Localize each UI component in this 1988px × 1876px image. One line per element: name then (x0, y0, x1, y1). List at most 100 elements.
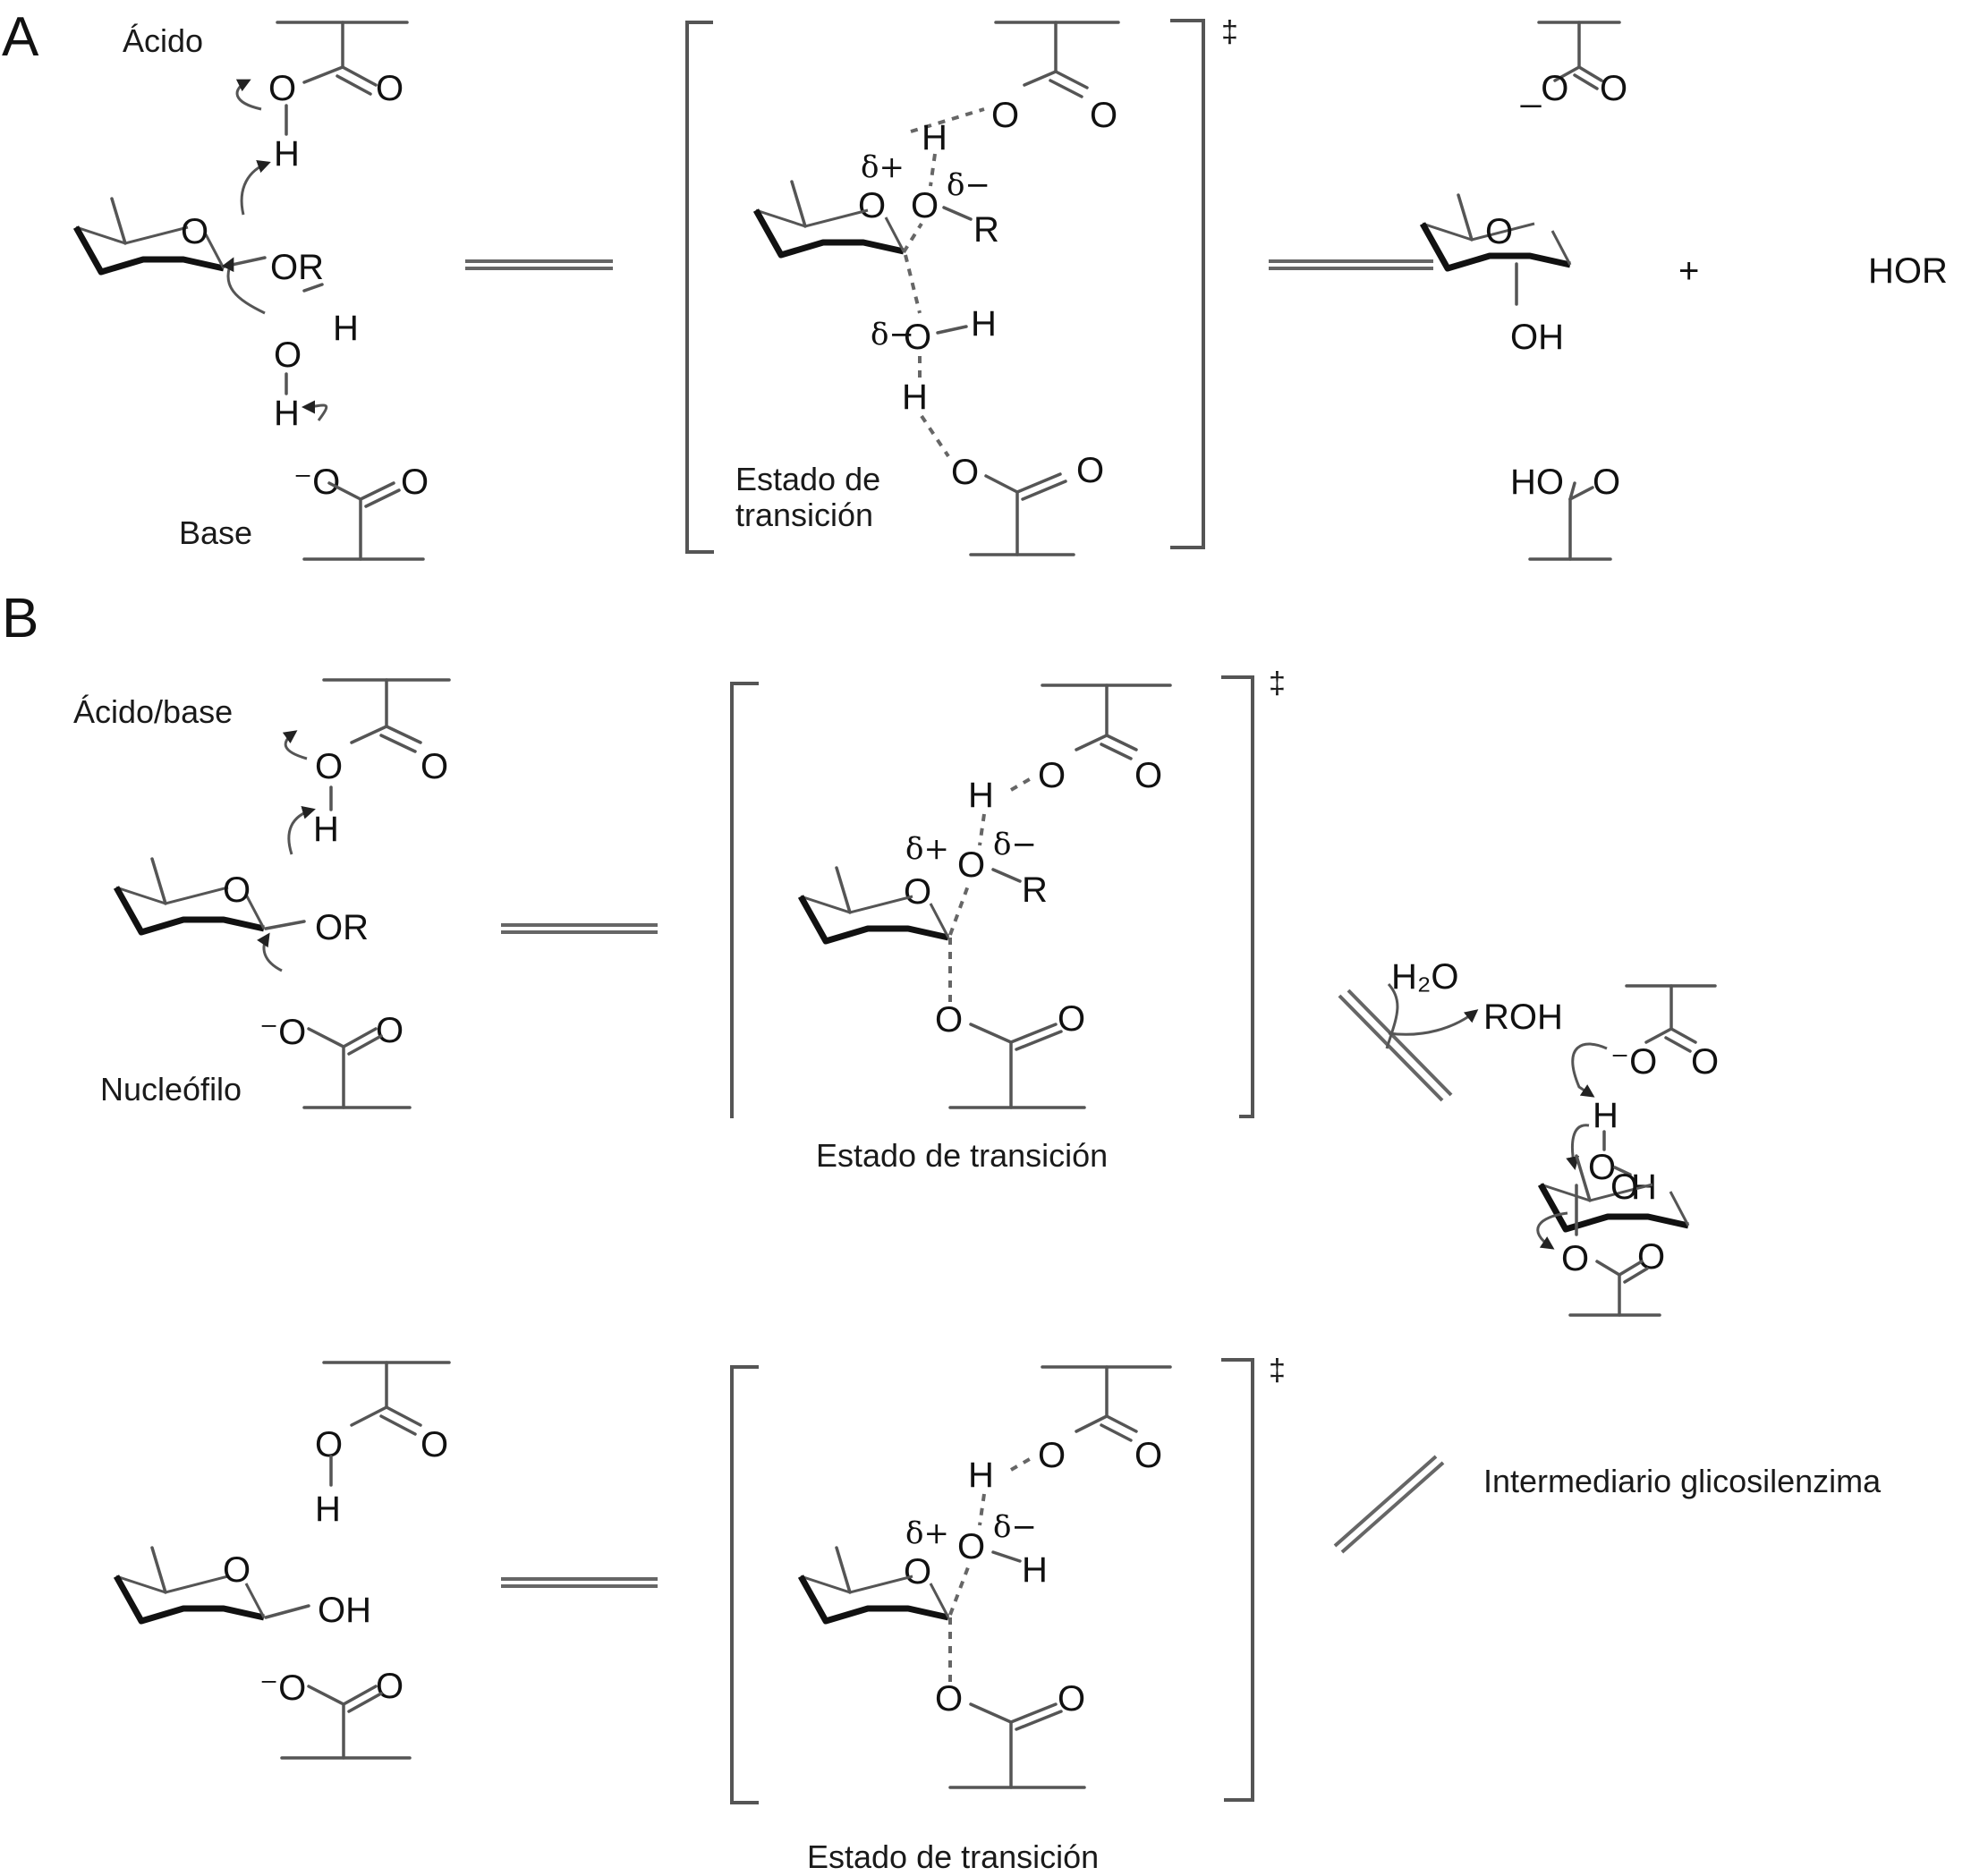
ring-oxygen: O (904, 1552, 931, 1592)
atom-o: O (376, 1667, 404, 1706)
b-transition-state-1: ‡ O O H δ+ δ− O O R O O Estado de transi… (730, 666, 1286, 1174)
curved-arrow-icon (1566, 1124, 1590, 1170)
hydroxyl: OH (318, 1591, 371, 1630)
ring-oxygen: O (1485, 212, 1513, 251)
atom-o: O (911, 186, 939, 225)
water-oxygen: O (274, 335, 302, 375)
atom-o: O (991, 96, 1019, 135)
curved-arrow-icon (240, 160, 271, 216)
atom-o: O (1134, 1436, 1162, 1475)
panel-label-b: B (2, 588, 38, 649)
atom-o: O (1076, 451, 1104, 490)
curved-arrow-icon (1536, 1211, 1568, 1250)
a-products: _O O O OH + HOR HO O (1423, 21, 1948, 561)
delta-plus: δ+ (861, 149, 905, 185)
atom-o: O (935, 1679, 963, 1719)
atom-o: O (1134, 756, 1162, 795)
curved-arrow-icon (235, 79, 262, 111)
carboxylate-oxygen: ⁻O (1610, 1042, 1657, 1082)
ts-caption-line1: Estado de (735, 461, 880, 497)
intermediate-caption: Intermediario glicosilenzima (1483, 1463, 1882, 1499)
acid-base-label: Ácido/base (73, 693, 233, 730)
a-transition-state: ‡ O O H δ+ δ− O O R δ− O H H O O Estado … (685, 15, 1238, 556)
double-dagger: ‡ (1269, 666, 1286, 700)
base-label: Base (179, 514, 252, 551)
b-reactant: O O H O OR ⁻O O (116, 678, 451, 1109)
panel-label-a: A (2, 6, 39, 68)
curved-arrow-icon (287, 806, 316, 855)
delta-minus: δ− (993, 827, 1037, 862)
delta-minus: δ− (947, 167, 990, 203)
atom-h: H (315, 1490, 341, 1529)
ts-caption: Estado de transición (807, 1838, 1099, 1875)
nucleophile-label: Nucleófilo (100, 1071, 242, 1108)
atom-o: O (268, 69, 296, 108)
atom-h: H (274, 394, 300, 433)
equilibrium-arrow (501, 923, 658, 934)
glycosyl-enzyme-intermediate: ⁻O O H O H O O O Intermediario glicosile… (1483, 984, 1882, 1499)
curved-arrow-icon (1385, 982, 1399, 1049)
atom-o: O (315, 747, 343, 786)
atom-h: H (971, 304, 997, 344)
atom-o: O (951, 453, 979, 492)
ring-oxygen: O (1610, 1167, 1638, 1207)
curved-arrow-icon (257, 932, 283, 972)
atom-o: O (957, 1527, 985, 1566)
curved-arrow-icon (1388, 1009, 1479, 1036)
ester-oxygen: O (1561, 1239, 1589, 1278)
nucleophile-oxygen: ⁻O (259, 1013, 306, 1052)
atom-h: H (902, 378, 928, 417)
nucleophile-oxygen: ⁻O (259, 1668, 306, 1708)
delta-minus: δ− (993, 1509, 1037, 1545)
ring-oxygen: O (223, 870, 251, 910)
carboxylic-acid-ho: HO (1510, 463, 1564, 502)
delta-plus: δ+ (905, 831, 949, 867)
atom-r: R (973, 210, 999, 250)
leaving-group: OR (270, 248, 324, 287)
water-oxygen: O (1588, 1148, 1616, 1187)
atom-h: H (313, 810, 339, 849)
atom-o: O (1038, 756, 1066, 795)
plus-sign: + (1678, 251, 1699, 291)
delta-plus: δ+ (905, 1515, 949, 1551)
atom-o: O (376, 69, 404, 108)
equilibrium-arrow (501, 1577, 658, 1588)
delta-minus: δ− (871, 317, 914, 352)
b-product: O O H O OH ⁻O O (116, 1361, 451, 1760)
atom-o: O (421, 747, 448, 786)
atom-o: O (1691, 1042, 1719, 1082)
atom-h: H (333, 309, 359, 348)
atom-h: H (1022, 1550, 1048, 1590)
base-oxygen: ⁻O (293, 463, 340, 502)
atom-o: O (421, 1425, 448, 1464)
atom-o: O (401, 463, 429, 502)
atom-o: O (957, 845, 985, 885)
ts-caption-line2: transición (735, 497, 873, 533)
alcohol-label: ROH (1483, 997, 1563, 1037)
b-transition-state-2: ‡ O O H δ+ δ− O O H O O Estado de transi… (730, 1354, 1286, 1875)
water-oxygen: O (904, 318, 931, 357)
ring-oxygen: O (904, 872, 931, 912)
atom-h: H (968, 776, 994, 815)
ring-oxygen: O (223, 1550, 251, 1590)
equilibrium-arrow (465, 259, 613, 270)
atom-o: O (1593, 463, 1620, 502)
atom-h: H (1593, 1096, 1618, 1135)
a-reactant: O O H O OR H O H ⁻O O (76, 21, 429, 561)
atom-h: H (922, 118, 947, 157)
ring-oxygen: O (858, 186, 886, 225)
water-label: H₂O (1391, 957, 1459, 997)
leaving-group: OR (315, 908, 369, 947)
atom-h: H (274, 134, 300, 174)
atom-o: O (935, 1000, 963, 1040)
atom-o: O (1600, 69, 1627, 108)
curved-arrow-icon (1571, 1042, 1608, 1098)
hydroxyl: OH (1510, 318, 1564, 357)
curved-arrow-icon (221, 257, 266, 315)
curved-arrow-icon (302, 400, 328, 421)
curved-arrow-icon (282, 730, 308, 760)
atom-o: O (1038, 1436, 1066, 1475)
atom-o: O (1090, 96, 1117, 135)
ts-caption: Estado de transición (816, 1137, 1108, 1174)
